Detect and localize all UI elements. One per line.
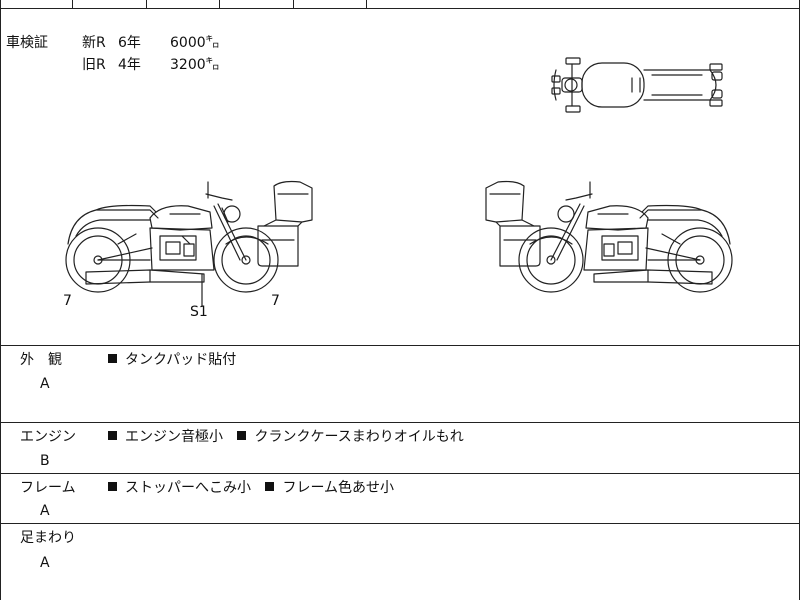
motorcycle-diagram	[65, 57, 733, 307]
section-notes: タンクパッド貼付	[108, 350, 246, 370]
inspection-label: 車検証	[6, 35, 48, 51]
section-label: エンジン	[20, 429, 76, 445]
damage-marker-exhaust: S1	[190, 304, 208, 320]
section-divider	[0, 523, 800, 524]
note-item: タンクパッド貼付	[125, 352, 237, 368]
section-notes: ストッパーへこみ小 フレーム色あせ小	[108, 478, 404, 498]
header-divider	[293, 0, 294, 8]
inspection-kind: 新R	[82, 35, 106, 51]
inspection-certificate: 車検証 新R 6年 6000㌔ 旧R 4年 3200㌔	[6, 32, 260, 76]
header-divider	[366, 0, 367, 8]
bullet-square-icon	[108, 482, 117, 491]
inspection-row-old: 旧R 4年 3200㌔	[6, 54, 260, 76]
note-item: フレーム色あせ小	[282, 480, 395, 496]
section-grade: B	[40, 453, 50, 469]
motorcycle-left-view	[65, 180, 313, 307]
inspection-row-new: 車検証 新R 6年 6000㌔	[6, 32, 260, 54]
bullet-square-icon	[108, 431, 117, 440]
sheet-border-left	[0, 0, 1, 600]
header-divider	[219, 0, 220, 8]
section-grade: A	[40, 555, 50, 571]
section-grade: A	[40, 503, 50, 519]
inspection-distance: 3200㌔	[170, 57, 220, 73]
section-grade: A	[40, 376, 50, 392]
section-label: 足まわり	[20, 530, 76, 546]
damage-marker-rear: 7	[63, 293, 72, 309]
bullet-square-icon	[265, 482, 275, 491]
header-divider	[72, 0, 73, 8]
note-item: ストッパーへこみ小	[125, 480, 251, 496]
bullet-square-icon	[108, 354, 117, 363]
note-item: エンジン音極小	[125, 429, 223, 445]
motorcycle-top-view	[551, 57, 723, 113]
section-divider	[0, 422, 800, 423]
section-divider	[0, 345, 800, 346]
inspection-kind: 旧R	[82, 57, 106, 73]
inspection-distance: 6000㌔	[170, 35, 220, 51]
motorcycle-right-view	[485, 180, 733, 293]
bullet-square-icon	[237, 431, 247, 440]
inspection-years: 4年	[118, 57, 141, 73]
inspection-years: 6年	[118, 35, 141, 51]
damage-marker-front: 7	[271, 293, 280, 309]
section-label: フレーム	[20, 480, 76, 496]
header-divider	[146, 0, 147, 8]
note-item: クランクケースまわりオイルもれ	[254, 429, 464, 445]
section-divider	[0, 473, 800, 474]
section-notes: エンジン音極小 クランクケースまわりオイルもれ	[108, 427, 474, 447]
section-label: 外 観	[20, 352, 62, 368]
header-strip	[0, 0, 800, 9]
